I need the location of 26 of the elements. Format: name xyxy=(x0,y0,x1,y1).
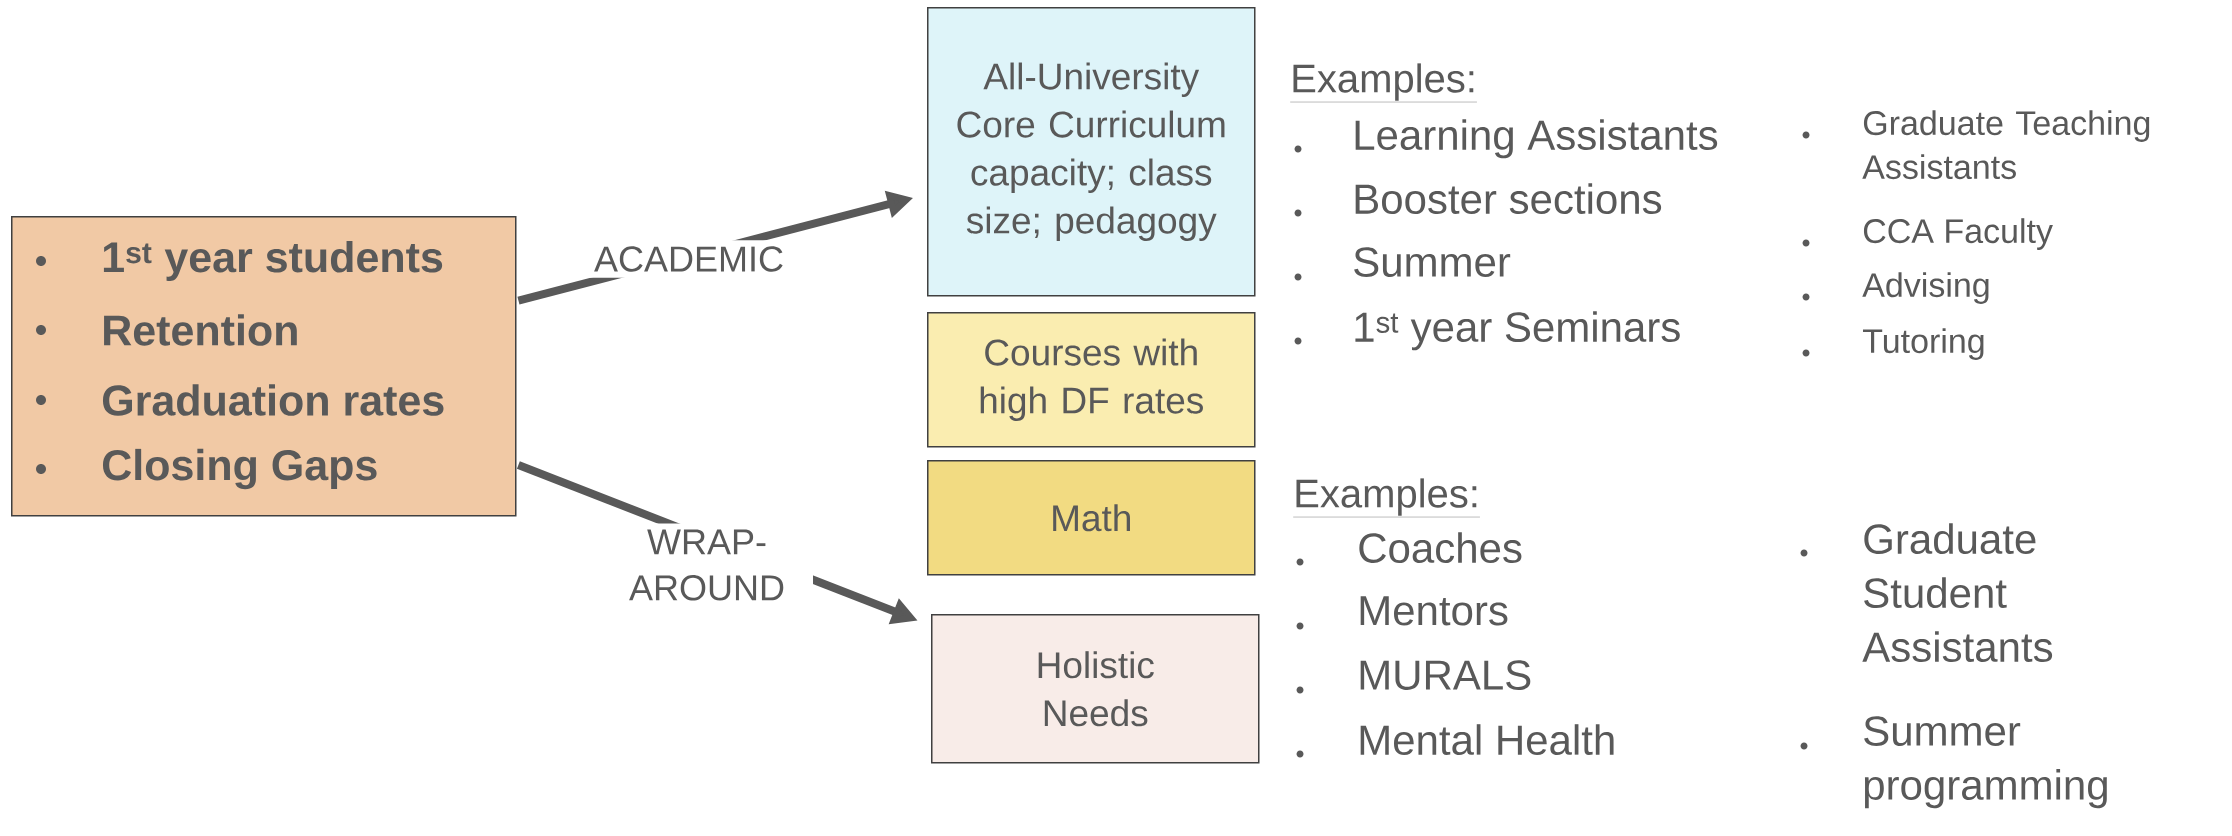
list-item: Booster sections xyxy=(1355,183,1662,215)
list-item: Coaches xyxy=(1359,532,1522,564)
edge-label: ACADEMIC xyxy=(583,240,795,278)
list-item: 1$^{st}$ year students xyxy=(103,240,443,282)
heading: Examples: xyxy=(1290,63,1478,103)
list-item: Graduate Teaching Assistants xyxy=(1862,110,2150,180)
list-item: Learning Assistants xyxy=(1355,119,1718,159)
list-item: Mental Health xyxy=(1360,724,1614,756)
list-item: 1$^{st}$ year Seminars xyxy=(1355,311,1680,351)
process-box: All-University Core Curriculum capacity; class size; pedagogy xyxy=(927,7,1256,297)
list-item: CCA Faculty xyxy=(1863,218,2053,250)
process-box: Holistic Needs xyxy=(931,614,1260,764)
edge-label: WRAP-AROUND xyxy=(601,523,813,607)
heading: Examples: xyxy=(1293,478,1481,518)
list-item: Graduation rates xyxy=(102,384,444,416)
list-item: Retention xyxy=(104,314,297,346)
list-item: Summer xyxy=(1354,247,1511,277)
list-item: Mentors xyxy=(1360,596,1508,626)
list-item: Summer programming xyxy=(1864,716,2107,809)
list-item: MURALS xyxy=(1360,660,1531,690)
list-item: Tutoring xyxy=(1863,328,1984,360)
list-item: Graduate Student Assistants xyxy=(1862,523,2053,663)
process-box: Courses with high DF rates xyxy=(927,312,1256,448)
list-item: Closing Gaps xyxy=(102,448,377,490)
list-item: Advising xyxy=(1862,272,1989,304)
process-box: Math xyxy=(927,460,1256,576)
